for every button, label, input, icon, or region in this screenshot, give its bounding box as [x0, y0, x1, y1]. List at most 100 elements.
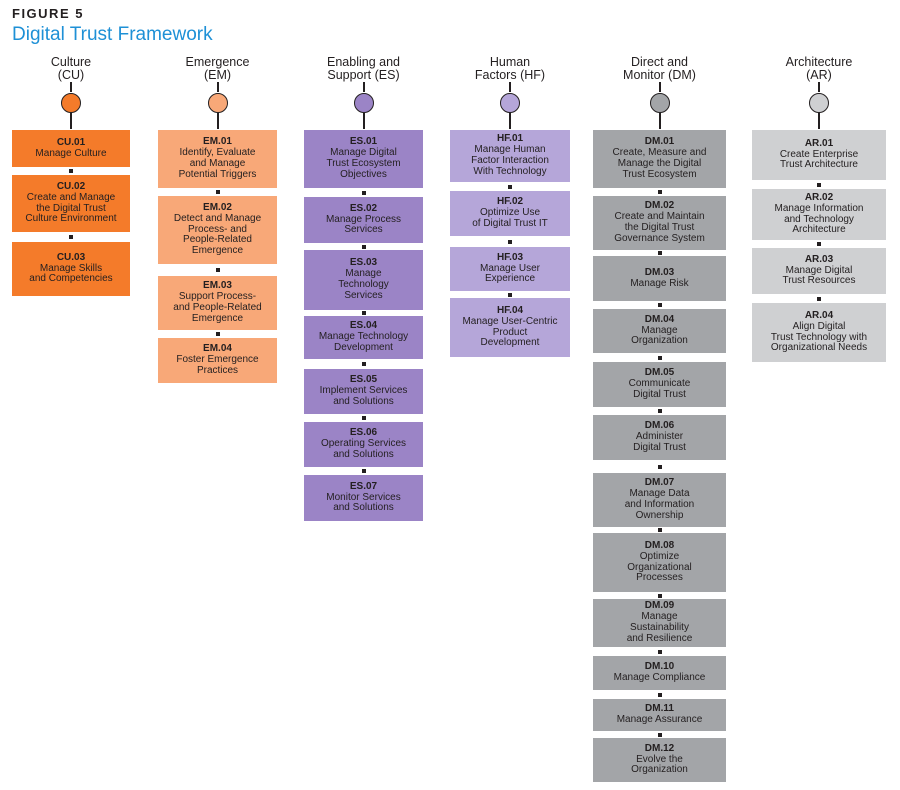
process-code: ES.01: [349, 136, 378, 148]
connector-dot: [69, 235, 73, 239]
connector-dot: [215, 190, 220, 194]
process-code: DM.12: [644, 742, 675, 754]
process-label-line: the Digital Trust: [36, 202, 106, 214]
node-connector: [362, 113, 365, 129]
connector-dot: [817, 296, 821, 301]
process-label-line: Organization: [631, 764, 688, 776]
process-label-line: Development: [480, 337, 540, 349]
process-code: EM.01: [203, 136, 232, 148]
process-label-line: Optimize: [639, 550, 680, 562]
process-label-line: Process- and: [188, 223, 247, 235]
process-code: DM.06: [644, 420, 675, 432]
process-label-line: Potential Triggers: [178, 168, 257, 180]
process-label-line: Factor Interaction: [471, 155, 549, 166]
process-label-line: Governance System: [614, 232, 705, 244]
process-label-line: Monitor Services: [326, 491, 401, 503]
process-label-line: Organization: [631, 335, 688, 347]
process-label-line: Objectives: [340, 168, 387, 180]
process-code: ES.06: [349, 427, 378, 439]
process-label-line: Manage Human: [474, 144, 546, 156]
process-label-line: Services: [344, 289, 383, 301]
process-label-line: Technology: [338, 279, 389, 290]
process-label-line: Implement Services: [319, 385, 408, 397]
process-code: ES.07: [349, 480, 378, 492]
process-label-line: Identify, Evaluate: [179, 147, 256, 159]
process-label-line: Communicate: [628, 378, 691, 390]
process-code: DM.05: [644, 367, 675, 379]
process-code: HF.01: [496, 133, 524, 145]
process-code: AR.04: [804, 309, 834, 321]
connector-dot: [657, 303, 662, 307]
process-code: CU.01: [56, 136, 86, 148]
process-label-line: Manage Information: [774, 202, 864, 214]
connector-dot: [657, 355, 662, 360]
process-label-line: Manage Assurance: [616, 714, 703, 725]
connector-dot: [657, 528, 662, 532]
process-code: EM.03: [203, 280, 232, 292]
column-node-circle: [61, 93, 81, 113]
process-code: CU.03: [56, 251, 86, 263]
process-code: ES.02: [349, 202, 378, 214]
process-label-line: People-Related: [183, 234, 252, 246]
process-label-line: the Digital Trust: [624, 222, 695, 233]
process-label-line: Services: [344, 224, 383, 236]
heading-connector: [818, 82, 820, 92]
process-label-line: Create and Maintain: [614, 211, 705, 223]
process-label-line: Support Process-: [178, 291, 257, 303]
column-heading-line: Architecture: [785, 55, 853, 69]
process-label-line: Align Digital: [792, 320, 846, 332]
process-label-line: Processes: [636, 572, 683, 584]
connector-dot: [508, 292, 512, 297]
process-label-line: Sustainability: [630, 622, 689, 633]
process-label-line: Manage Data: [629, 488, 690, 500]
process-code: DM.11: [645, 703, 674, 715]
connector-dot: [657, 692, 662, 697]
process-label-line: Detect and Manage: [173, 212, 262, 224]
process-label-line: Ownership: [635, 509, 684, 521]
process-label-line: Manage Process: [325, 213, 402, 225]
process-label-line: Digital Trust: [633, 388, 686, 400]
connector-dot: [361, 469, 366, 473]
process-label-line: Organizational Needs: [770, 342, 868, 354]
connector-dot: [508, 184, 512, 189]
column-heading-ar: Architecture(AR): [752, 56, 886, 82]
process-label-line: Manage Digital: [785, 264, 853, 276]
process-label-line: Emergence: [191, 312, 244, 324]
column-heading-line: Factors (HF): [474, 68, 546, 82]
connector-dot: [657, 649, 662, 654]
column-heading-line: (EM): [203, 68, 232, 82]
connector-dot: [361, 190, 366, 195]
process-label-line: Trust Ecosystem: [326, 158, 401, 169]
process-label-line: Manage Culture: [35, 147, 107, 159]
process-label-line: Culture Environment: [25, 213, 117, 225]
process-label-line: Trust Technology with: [770, 331, 868, 343]
process-label-line: Administer: [635, 431, 684, 443]
process-label-line: Manage: [641, 324, 678, 336]
process-code: DM.03: [644, 266, 675, 278]
